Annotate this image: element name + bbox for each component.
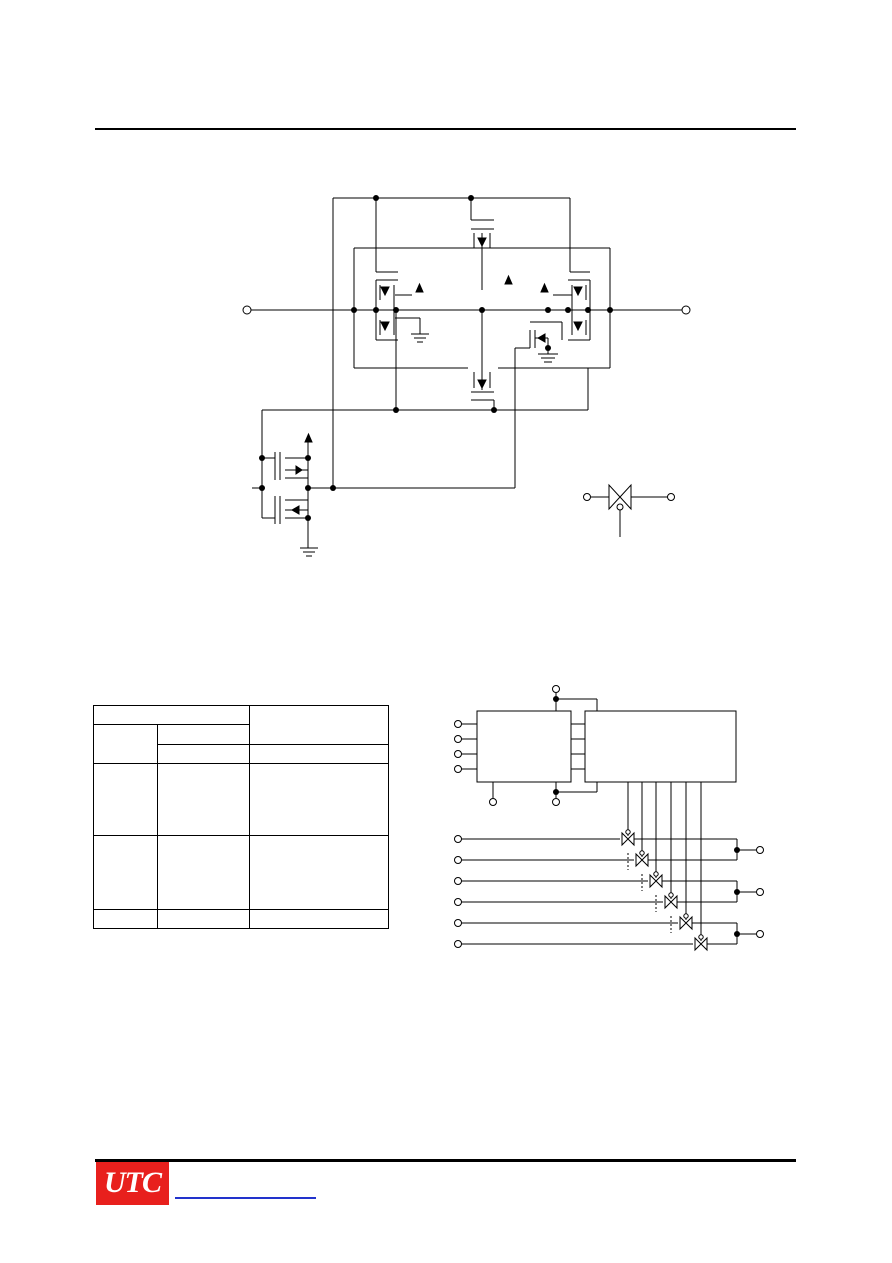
table-cell [249, 909, 389, 929]
footer-rule [95, 1159, 796, 1162]
table-cell [249, 763, 389, 836]
switch-internal-schematic [242, 195, 691, 557]
utc-logo: UTC [96, 1162, 169, 1205]
table-header-cell [249, 744, 389, 764]
functional-block-diagram [454, 685, 764, 952]
truth-table [93, 705, 389, 929]
logo-text: UTC [104, 1166, 162, 1199]
header-rule [95, 128, 796, 130]
table-cell [157, 763, 250, 836]
table-cell [93, 763, 158, 836]
website-link[interactable] [175, 1183, 316, 1199]
table-header-cell [157, 744, 250, 764]
table-cell [93, 835, 158, 910]
table-header-cell [249, 705, 389, 745]
table-header-cell [157, 724, 250, 745]
transmission-gate-symbol [583, 483, 675, 537]
table-cell [157, 835, 250, 910]
table-header-cell [93, 724, 158, 764]
table-cell [249, 835, 389, 910]
table-cell [93, 909, 158, 929]
table-header-cell [93, 705, 250, 725]
table-cell [157, 909, 250, 929]
